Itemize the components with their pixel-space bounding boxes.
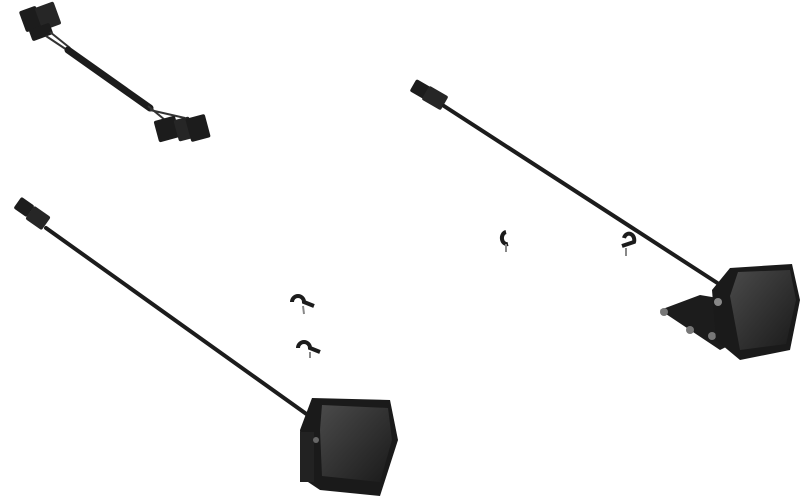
wiring-harness	[19, 1, 211, 143]
cable-clip	[621, 231, 637, 256]
light-lens	[730, 270, 796, 350]
cable-clip	[290, 294, 315, 315]
light-right	[410, 79, 800, 360]
light-left	[14, 197, 398, 496]
cable-clip	[296, 340, 321, 358]
cable-clip	[499, 230, 509, 252]
light-lens	[320, 405, 392, 482]
